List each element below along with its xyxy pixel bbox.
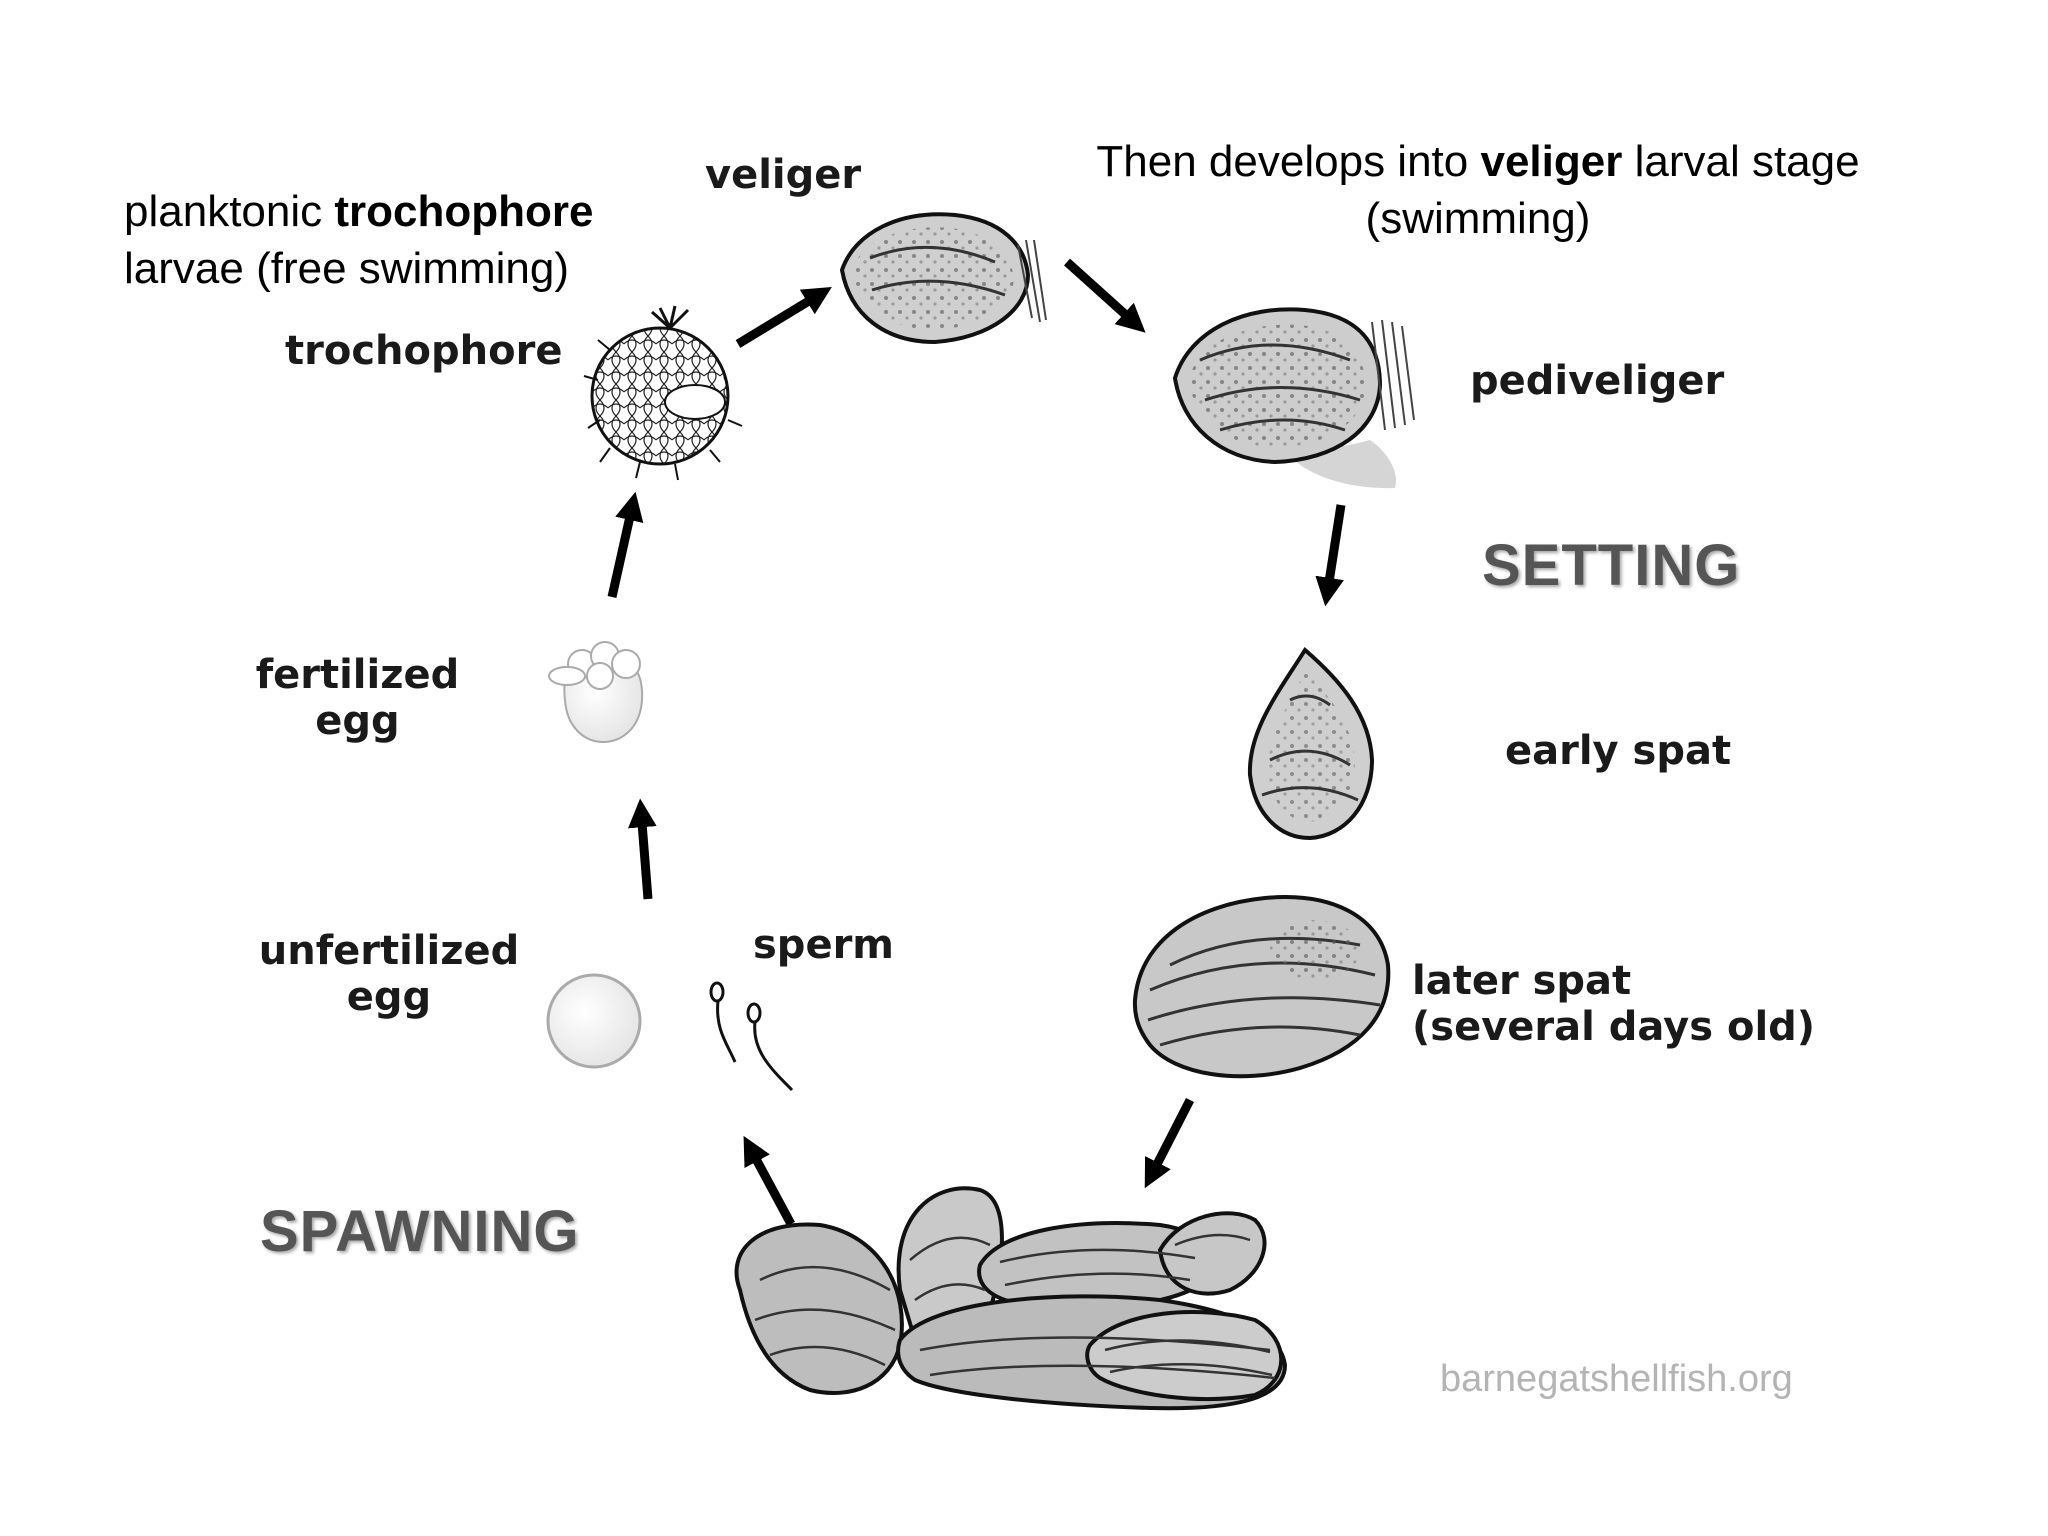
unfertilized-egg-icon: [546, 973, 642, 1069]
arrow-veliger-to-pediveliger: [1063, 258, 1146, 333]
trochophore-caption-bold: trochophore: [334, 187, 594, 236]
arrow-unfertilized-egg-to-fertilized-egg: [627, 798, 657, 900]
veliger-caption-bold: veliger: [1480, 137, 1623, 186]
cycle-arrows: [607, 258, 1346, 1227]
watermark: barnegatshellfish.org: [1440, 1358, 1793, 1400]
arrow-fertilized-egg-to-trochophore: [607, 491, 644, 598]
trochophore-caption: planktonic trochophore larvae (free swim…: [124, 183, 593, 297]
trochophore-larva-icon: [583, 305, 743, 481]
label-trochophore: trochophore: [285, 328, 563, 374]
label-veliger: veliger: [705, 152, 862, 198]
label-fertilized-egg-line2: egg: [315, 698, 400, 744]
later-spat-icon: [1132, 895, 1391, 1079]
veliger-larva-icon: [839, 212, 1047, 345]
label-setting-phase: SETTING: [1482, 533, 1741, 598]
arrow-trochophore-to-veliger: [735, 287, 832, 348]
arrow-pediveliger-to-early-spat: [1315, 504, 1346, 607]
adult-oysters-icon: [734, 1186, 1288, 1411]
label-fertilized-egg: fertilized egg: [255, 652, 460, 744]
trochophore-caption-pre: planktonic: [124, 187, 335, 236]
label-sperm: sperm: [753, 922, 894, 968]
label-fertilized-egg-line1: fertilized: [255, 652, 460, 698]
label-later-spat: later spat (several days old): [1412, 958, 1815, 1050]
veliger-caption-line2: (swimming): [1365, 194, 1591, 244]
trochophore-caption-post: larvae (free swimming): [124, 244, 569, 294]
early-spat-icon: [1247, 646, 1375, 841]
label-unfertilized-egg: unfertilized egg: [258, 928, 520, 1020]
veliger-caption-post: larval stage: [1622, 137, 1860, 186]
arrow-spawning-to-sperm: [743, 1135, 795, 1227]
pediveliger-icon: [1172, 307, 1415, 489]
label-pediveliger: pediveliger: [1470, 358, 1725, 404]
label-unfertilized-egg-line2: egg: [346, 974, 432, 1020]
label-early-spat: early spat: [1505, 728, 1732, 774]
label-spawning-phase: SPAWNING: [260, 1199, 580, 1264]
label-later-spat-line2: (several days old): [1412, 1004, 1816, 1050]
arrow-later-spat-to-adults: [1144, 1097, 1195, 1189]
veliger-caption: Then develops into veliger larval stage …: [1078, 133, 1878, 247]
label-unfertilized-egg-line1: unfertilized: [258, 928, 520, 974]
fertilized-egg-icon: [548, 641, 644, 744]
sperm-icon: [709, 981, 794, 1092]
label-later-spat-line1: later spat: [1412, 958, 1632, 1004]
veliger-caption-pre: Then develops into: [1096, 137, 1481, 186]
